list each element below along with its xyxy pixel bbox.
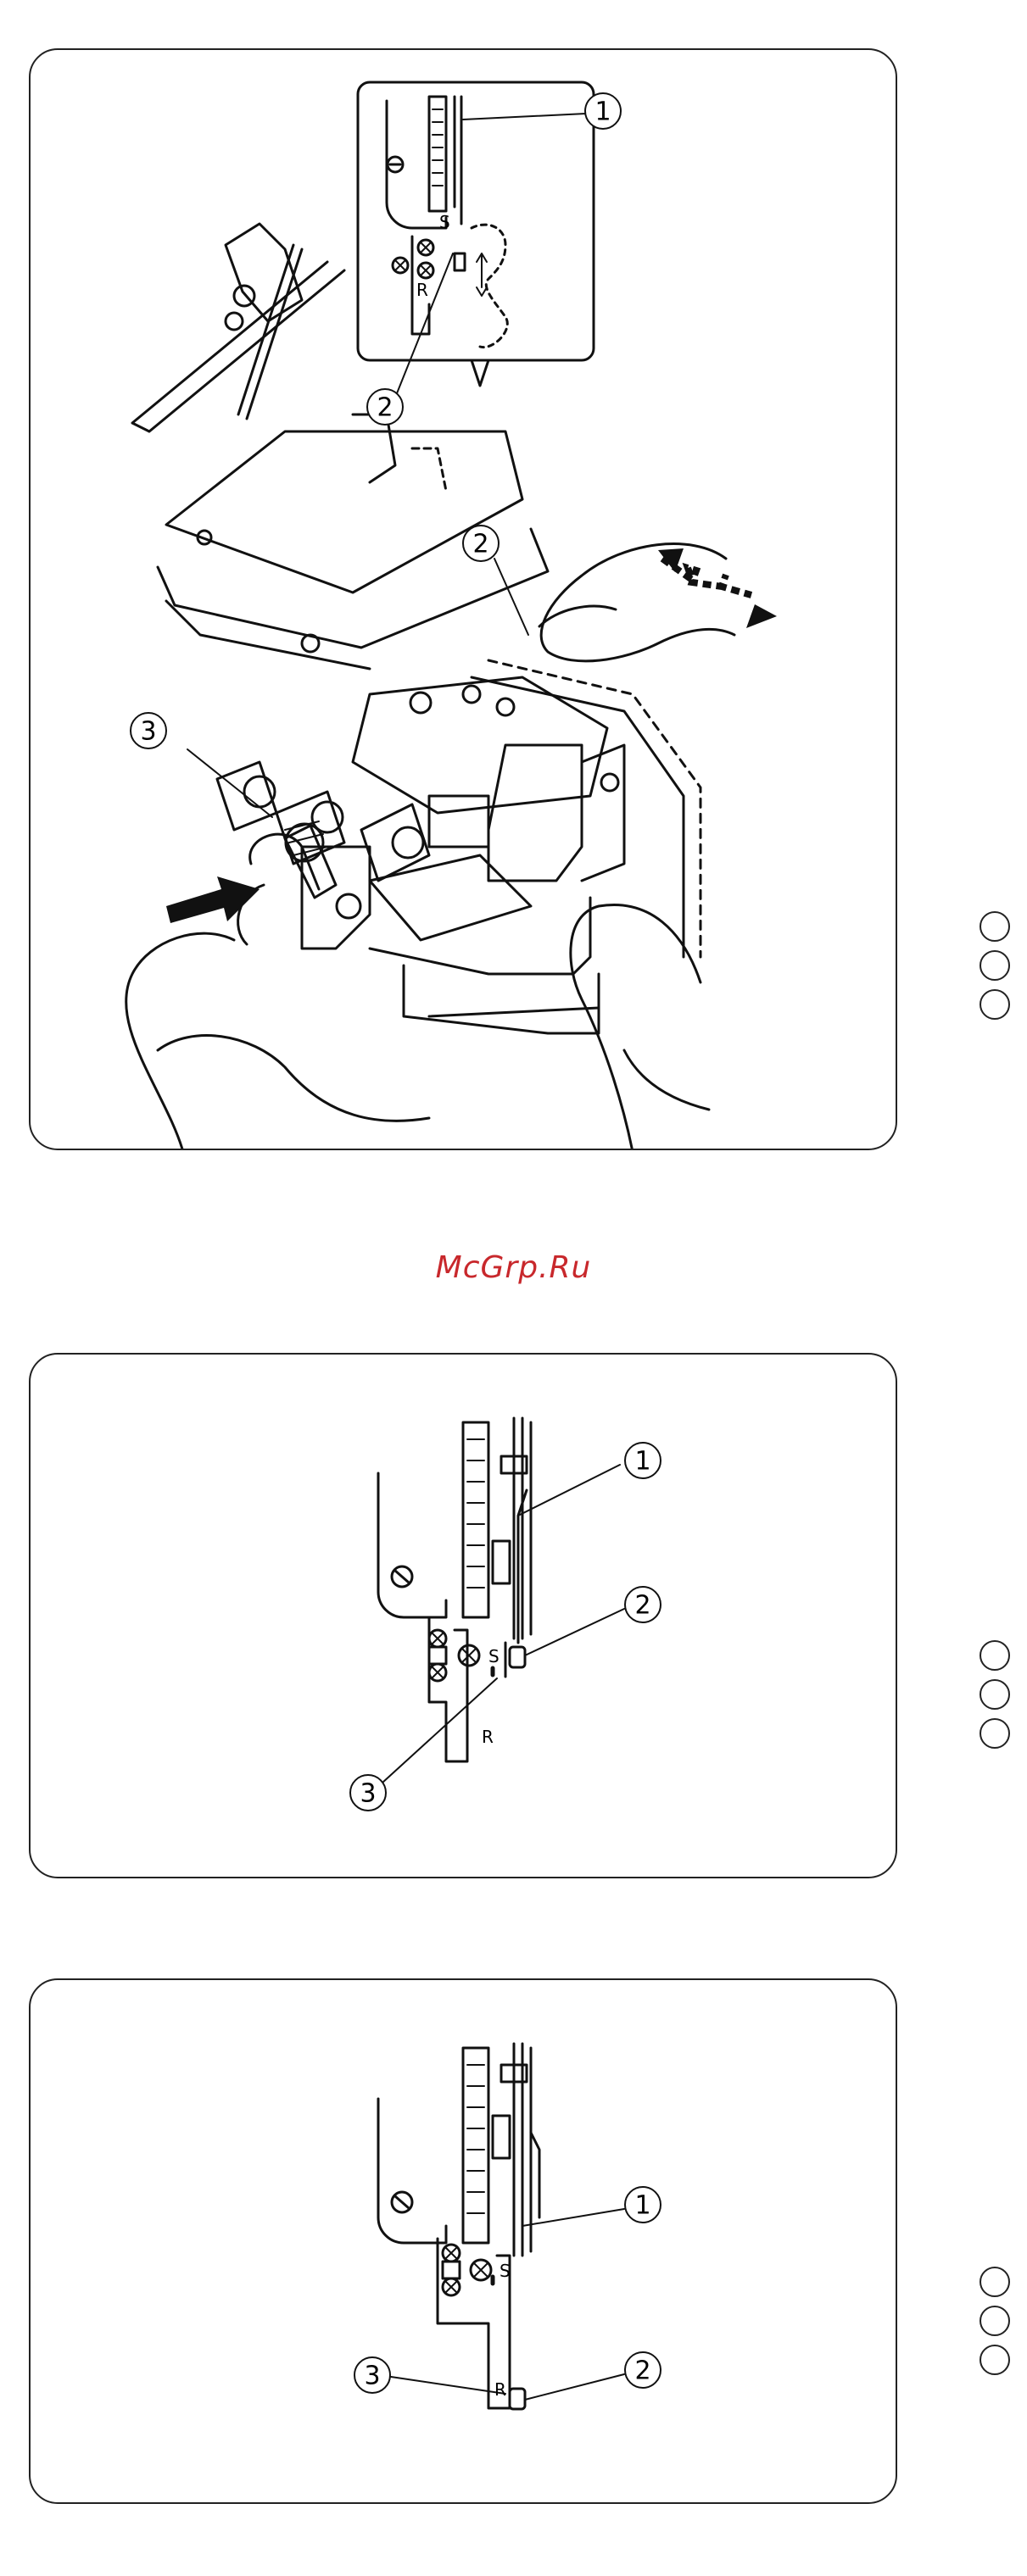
callout-2: 2	[634, 1591, 650, 1621]
illustration-looper-r-position: 1 2 3 S R	[31, 1980, 897, 2504]
callout-3: 3	[364, 2362, 380, 2391]
page-markers	[980, 1640, 1010, 1757]
setting-letter-s: S	[488, 1646, 500, 1666]
marker-circle	[980, 2267, 1010, 2297]
illustration-looper-s-position: 1 2 3 S R	[31, 1355, 897, 1878]
setting-letter-s: S	[439, 212, 450, 232]
watermark: McGrp.Ru	[0, 1250, 1027, 1285]
page-markers	[980, 2267, 1010, 2384]
marker-circle	[980, 911, 1010, 942]
callout-2: 2	[377, 393, 393, 423]
arrow-icon	[166, 876, 260, 923]
marker-circle	[980, 2345, 1010, 2375]
callout-2: 2	[472, 530, 488, 559]
double-arrow-icon	[658, 548, 777, 628]
callout-3: 3	[360, 1779, 376, 1809]
setting-letter-s: S	[500, 2261, 511, 2281]
callout-1: 1	[634, 1447, 650, 1477]
setting-letter-r: R	[416, 280, 428, 300]
marker-circle	[980, 1640, 1010, 1671]
marker-circle	[980, 950, 1010, 981]
setting-letter-r: R	[482, 1727, 494, 1747]
callout-1: 1	[594, 97, 611, 127]
needle-plate	[166, 431, 522, 593]
illustration-adjusting-looper: 1 2 2 3 S R	[31, 50, 897, 1150]
marker-circle	[980, 1718, 1010, 1749]
figure-panel-3: 1 2 3 S R	[29, 1978, 897, 2504]
marker-circle	[980, 2306, 1010, 2336]
figure-panel-2: 1 2 3 S R	[29, 1353, 897, 1878]
figure-panel-1: 1 2 2 3 S R	[29, 48, 897, 1150]
marker-circle	[980, 989, 1010, 1020]
callout-1: 1	[634, 2191, 650, 2221]
callout-2: 2	[634, 2356, 650, 2386]
page-markers	[980, 911, 1010, 1028]
marker-circle	[980, 1679, 1010, 1710]
setting-letter-r: R	[494, 2379, 506, 2400]
callout-3: 3	[140, 717, 156, 747]
